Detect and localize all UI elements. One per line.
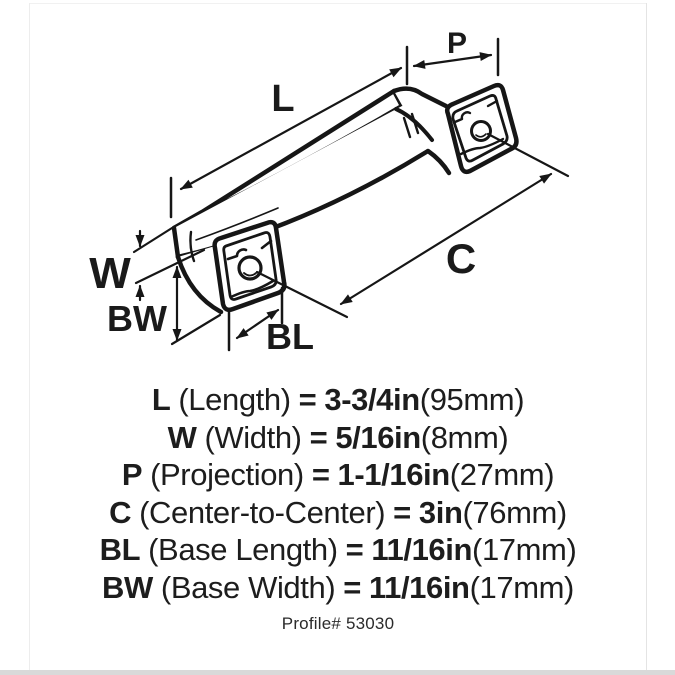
dimension-label-C: C (446, 235, 476, 282)
right-neck-hatch-1 (402, 116, 412, 139)
right-screw-hole (470, 120, 492, 142)
left-plate-band-upper-left (226, 248, 248, 261)
spec-value-imperial: 3in (418, 494, 463, 530)
spec-abbr: C (109, 494, 132, 530)
handle-dimension-diagram: L P C W BW BL (89, 27, 570, 357)
left-screw-slot (243, 272, 257, 277)
spec-value-metric: (95mm) (419, 382, 525, 417)
right-neck-hatch-2 (410, 112, 420, 135)
spec-name: (Center-to-Center) (139, 494, 386, 530)
spec-abbr: BW (102, 569, 153, 605)
spec-name: (Width) (204, 419, 302, 455)
spec-equals: = (311, 457, 330, 493)
spec-equals: = (343, 569, 361, 605)
card-border-top (29, 3, 647, 4)
right-screw-slot (475, 133, 487, 138)
dimension-label-L: L (271, 78, 294, 120)
spec-name: (Projection) (150, 457, 304, 493)
spec-equals: = (309, 419, 328, 455)
dimension-label-BW: BW (107, 298, 167, 339)
spec-value-metric: (17mm) (472, 532, 577, 568)
dim-BL-arrow (235, 308, 280, 340)
spec-row-projection: P(Projection)=1-1/16in(27mm) (30, 456, 646, 494)
spec-row-center-to-center: C(Center-to-Center)=3in(76mm) (30, 494, 646, 532)
dim-C-witness-left (255, 270, 349, 319)
spec-row-width: W(Width)=5/16in(8mm) (30, 419, 646, 457)
right-plate-band-upper-left (453, 111, 472, 124)
dim-BW-ref-lower (170, 313, 222, 346)
left-foot-wedge-edge (175, 254, 224, 315)
card-border-left (29, 3, 30, 670)
spec-equals: = (298, 382, 317, 417)
dim-C-arrow (339, 172, 553, 306)
dimension-spec-list: L(Length)=3-3/4in(95mm) W(Width)=5/16in(… (30, 381, 646, 634)
dim-W-ref-upper (132, 226, 174, 254)
dimension-label-BL: BL (266, 316, 314, 357)
dim-C-witness-right (486, 132, 570, 178)
spec-value-imperial: 3-3/4in (324, 382, 420, 417)
spec-value-imperial: 1-1/16in (337, 457, 451, 493)
spec-abbr: L (151, 382, 171, 417)
dimension-annotations (132, 37, 570, 352)
bar-left-end-edge (171, 225, 181, 260)
spec-abbr: P (121, 457, 143, 493)
spec-value-imperial: 11/16in (368, 569, 470, 605)
bar-front-face (174, 106, 452, 257)
dim-P-arrow (412, 52, 493, 69)
spec-row-base-width: BW(Base Width)=11/16in(17mm) (30, 569, 646, 607)
left-base-plate-inner (222, 231, 278, 301)
left-plate-band-lower (229, 279, 275, 299)
dimension-label-W: W (89, 249, 131, 298)
left-foot-crease (189, 230, 196, 263)
spec-value-metric: (76mm) (462, 494, 567, 530)
spec-value-metric: (27mm) (449, 457, 555, 493)
spec-abbr: W (167, 419, 197, 455)
bar-crease-line (195, 207, 279, 241)
right-neck-bottom-edge (425, 148, 452, 176)
dim-W-ref-lower (134, 248, 206, 285)
spec-row-length: L(Length)=3-3/4in(95mm) (30, 381, 646, 419)
dimension-label-P: P (447, 27, 467, 60)
card-border-right (646, 3, 647, 670)
spec-row-base-length: BL(Base Length)=11/16in(17mm) (30, 531, 646, 569)
spec-value-imperial: 5/16in (335, 419, 421, 455)
profile-number: Profile# 53030 (281, 613, 395, 633)
dim-L-arrow (179, 66, 403, 191)
handle-line-drawing: L P C W BW BL (89, 27, 570, 357)
bottom-border-band (0, 670, 675, 675)
spec-name: (Length) (178, 382, 291, 417)
spec-value-imperial: 11/16in (371, 532, 473, 568)
right-plate-band-upper-right (486, 99, 499, 108)
spec-name: (Base Width) (160, 569, 336, 605)
spec-equals: = (345, 532, 364, 568)
left-plate-band-upper-right (260, 239, 273, 250)
spec-value-metric: (17mm) (469, 569, 575, 605)
spec-value-metric: (8mm) (420, 419, 509, 455)
right-base-plate-inner (451, 94, 509, 163)
left-foot-wedge (178, 246, 222, 312)
spec-abbr: BL (99, 532, 141, 568)
right-plate-band-lower (459, 137, 505, 156)
spec-name: (Base Length) (148, 532, 338, 568)
spec-equals: = (393, 494, 411, 530)
